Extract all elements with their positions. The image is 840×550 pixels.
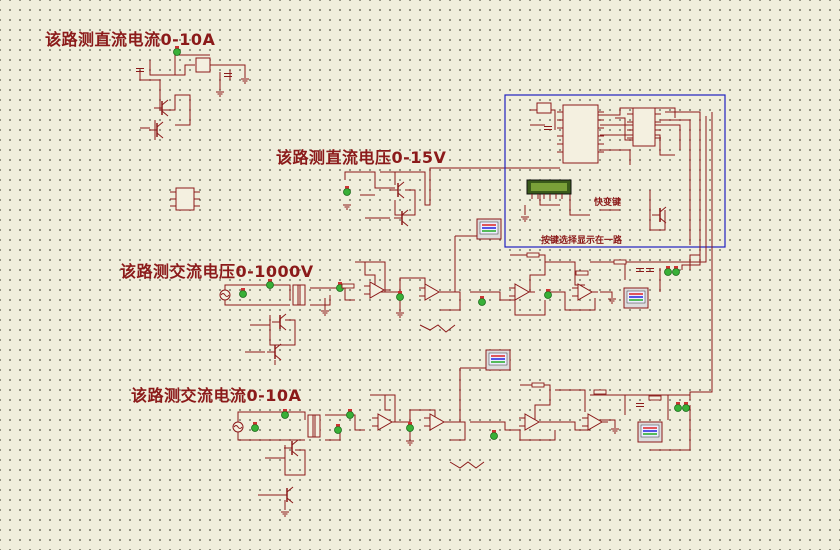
- dc-voltage-probe[interactable]: [343, 185, 351, 196]
- ac-current-probe-2[interactable]: [281, 408, 289, 419]
- ac-current-cap: [635, 403, 645, 407]
- adc-chip[interactable]: [632, 107, 656, 147]
- ac-current-opamp-3[interactable]: [518, 413, 546, 431]
- mcu-cap: [543, 126, 553, 130]
- ground-icon: [215, 91, 225, 97]
- ac-voltage-meter-2[interactable]: [623, 287, 649, 309]
- label-key-note: 按键选择显示在一路: [541, 236, 623, 246]
- label-switch-key: 快变键: [594, 198, 622, 208]
- ac-current-probe-5[interactable]: [406, 421, 414, 432]
- standalone-chip-pins: [170, 191, 200, 207]
- ground-icon: [405, 440, 415, 446]
- dc-current-circuit[interactable]: [139, 54, 246, 140]
- label-dc-voltage: 该路测直流电压0-15V: [276, 148, 447, 167]
- ground-icon: [280, 511, 290, 517]
- ac-voltage-resistor-4: [575, 270, 589, 276]
- ac-voltage-resistor-3: [613, 259, 627, 265]
- ac-current-meter[interactable]: [485, 349, 511, 371]
- lcd-screen: [531, 183, 567, 191]
- ground-icon: [342, 204, 352, 210]
- ac-voltage-opamp-3[interactable]: [508, 283, 536, 301]
- dc-voltage-transistor[interactable]: [389, 181, 405, 199]
- ac-current-meter-2[interactable]: [637, 421, 663, 443]
- ac-voltage-opamp-1[interactable]: [363, 281, 391, 299]
- lcd-pins: [531, 194, 563, 199]
- adc-pins: [627, 113, 661, 139]
- ac-current-resistor-3: [648, 395, 662, 401]
- standalone-chip[interactable]: [175, 187, 195, 211]
- ground-icon: [520, 216, 530, 222]
- mcu-wiring[interactable]: [524, 107, 701, 270]
- label-ac-current: 该路测交流电流0-10A: [131, 386, 302, 405]
- ac-current-resistor: [531, 382, 545, 388]
- ac-voltage-opamp-4[interactable]: [571, 283, 599, 301]
- ac-current-transformer[interactable]: [307, 414, 321, 438]
- ac-voltage-resistor: [341, 283, 355, 289]
- ac-source-wave-icon: [220, 293, 230, 297]
- label-ac-voltage: 该路测交流电压0-1000V: [120, 262, 314, 281]
- ac-current-probe-7[interactable]: [674, 401, 682, 412]
- ac-voltage-probe[interactable]: [239, 287, 247, 298]
- ac-voltage-probe-6[interactable]: [544, 288, 552, 299]
- ac-current-opamp-1[interactable]: [371, 413, 399, 431]
- dc-current-chip[interactable]: [195, 57, 211, 73]
- transformer-coils-icon: [312, 415, 316, 437]
- ac-voltage-probe-7[interactable]: [664, 265, 672, 276]
- microcontroller-chip[interactable]: [562, 104, 599, 164]
- ac-current-probe[interactable]: [251, 421, 259, 432]
- ac-voltage-probe-5[interactable]: [478, 295, 486, 306]
- ac-current-resistor-2: [593, 389, 607, 395]
- ac-current-probe-8[interactable]: [682, 401, 690, 412]
- ac-current-circuit[interactable]: [237, 367, 691, 510]
- dc-current-transistor[interactable]: [153, 99, 169, 117]
- ac-current-probe-6[interactable]: [490, 429, 498, 440]
- ground-icon: [240, 78, 250, 84]
- ac-voltage-meter[interactable]: [476, 218, 502, 240]
- label-dc-current: 该路测直流电流0-10A: [45, 30, 216, 49]
- ac-voltage-opamp-2[interactable]: [418, 283, 446, 301]
- mcu-transistor[interactable]: [651, 206, 667, 224]
- ac-current-transistor-2[interactable]: [278, 486, 294, 504]
- ground-icon: [610, 428, 620, 434]
- ac-voltage-cap: [645, 268, 655, 272]
- ac-source-wave-icon: [233, 425, 243, 429]
- ac-voltage-transformer[interactable]: [292, 284, 306, 306]
- dc-current-transistor-2[interactable]: [148, 121, 164, 139]
- ac-voltage-probe-8[interactable]: [672, 265, 680, 276]
- transformer-coils-icon: [297, 285, 301, 305]
- mcu-pins: [557, 111, 604, 153]
- bus-wires[interactable]: [676, 112, 713, 400]
- ac-current-transistor[interactable]: [283, 439, 299, 457]
- dc-current-cap-2: [223, 73, 233, 77]
- ac-voltage-resistor-2: [526, 252, 540, 258]
- ac-voltage-cap-2: [635, 268, 645, 272]
- mcu-selection-box[interactable]: [504, 94, 726, 248]
- ground-icon: [395, 312, 405, 318]
- crystal-oscillator[interactable]: [536, 102, 552, 114]
- dc-voltage-transistor-2[interactable]: [393, 209, 409, 227]
- ac-current-opamp-4[interactable]: [581, 413, 609, 431]
- ac-current-opamp-2[interactable]: [423, 413, 451, 431]
- ac-voltage-transistor-2[interactable]: [266, 343, 282, 361]
- ground-icon: [320, 310, 330, 316]
- dc-voltage-circuit[interactable]: [344, 167, 560, 219]
- ac-current-probe-4[interactable]: [334, 423, 342, 434]
- ac-current-probe-3[interactable]: [346, 408, 354, 419]
- ac-voltage-transistor[interactable]: [271, 313, 287, 331]
- ground-icon: [607, 298, 617, 304]
